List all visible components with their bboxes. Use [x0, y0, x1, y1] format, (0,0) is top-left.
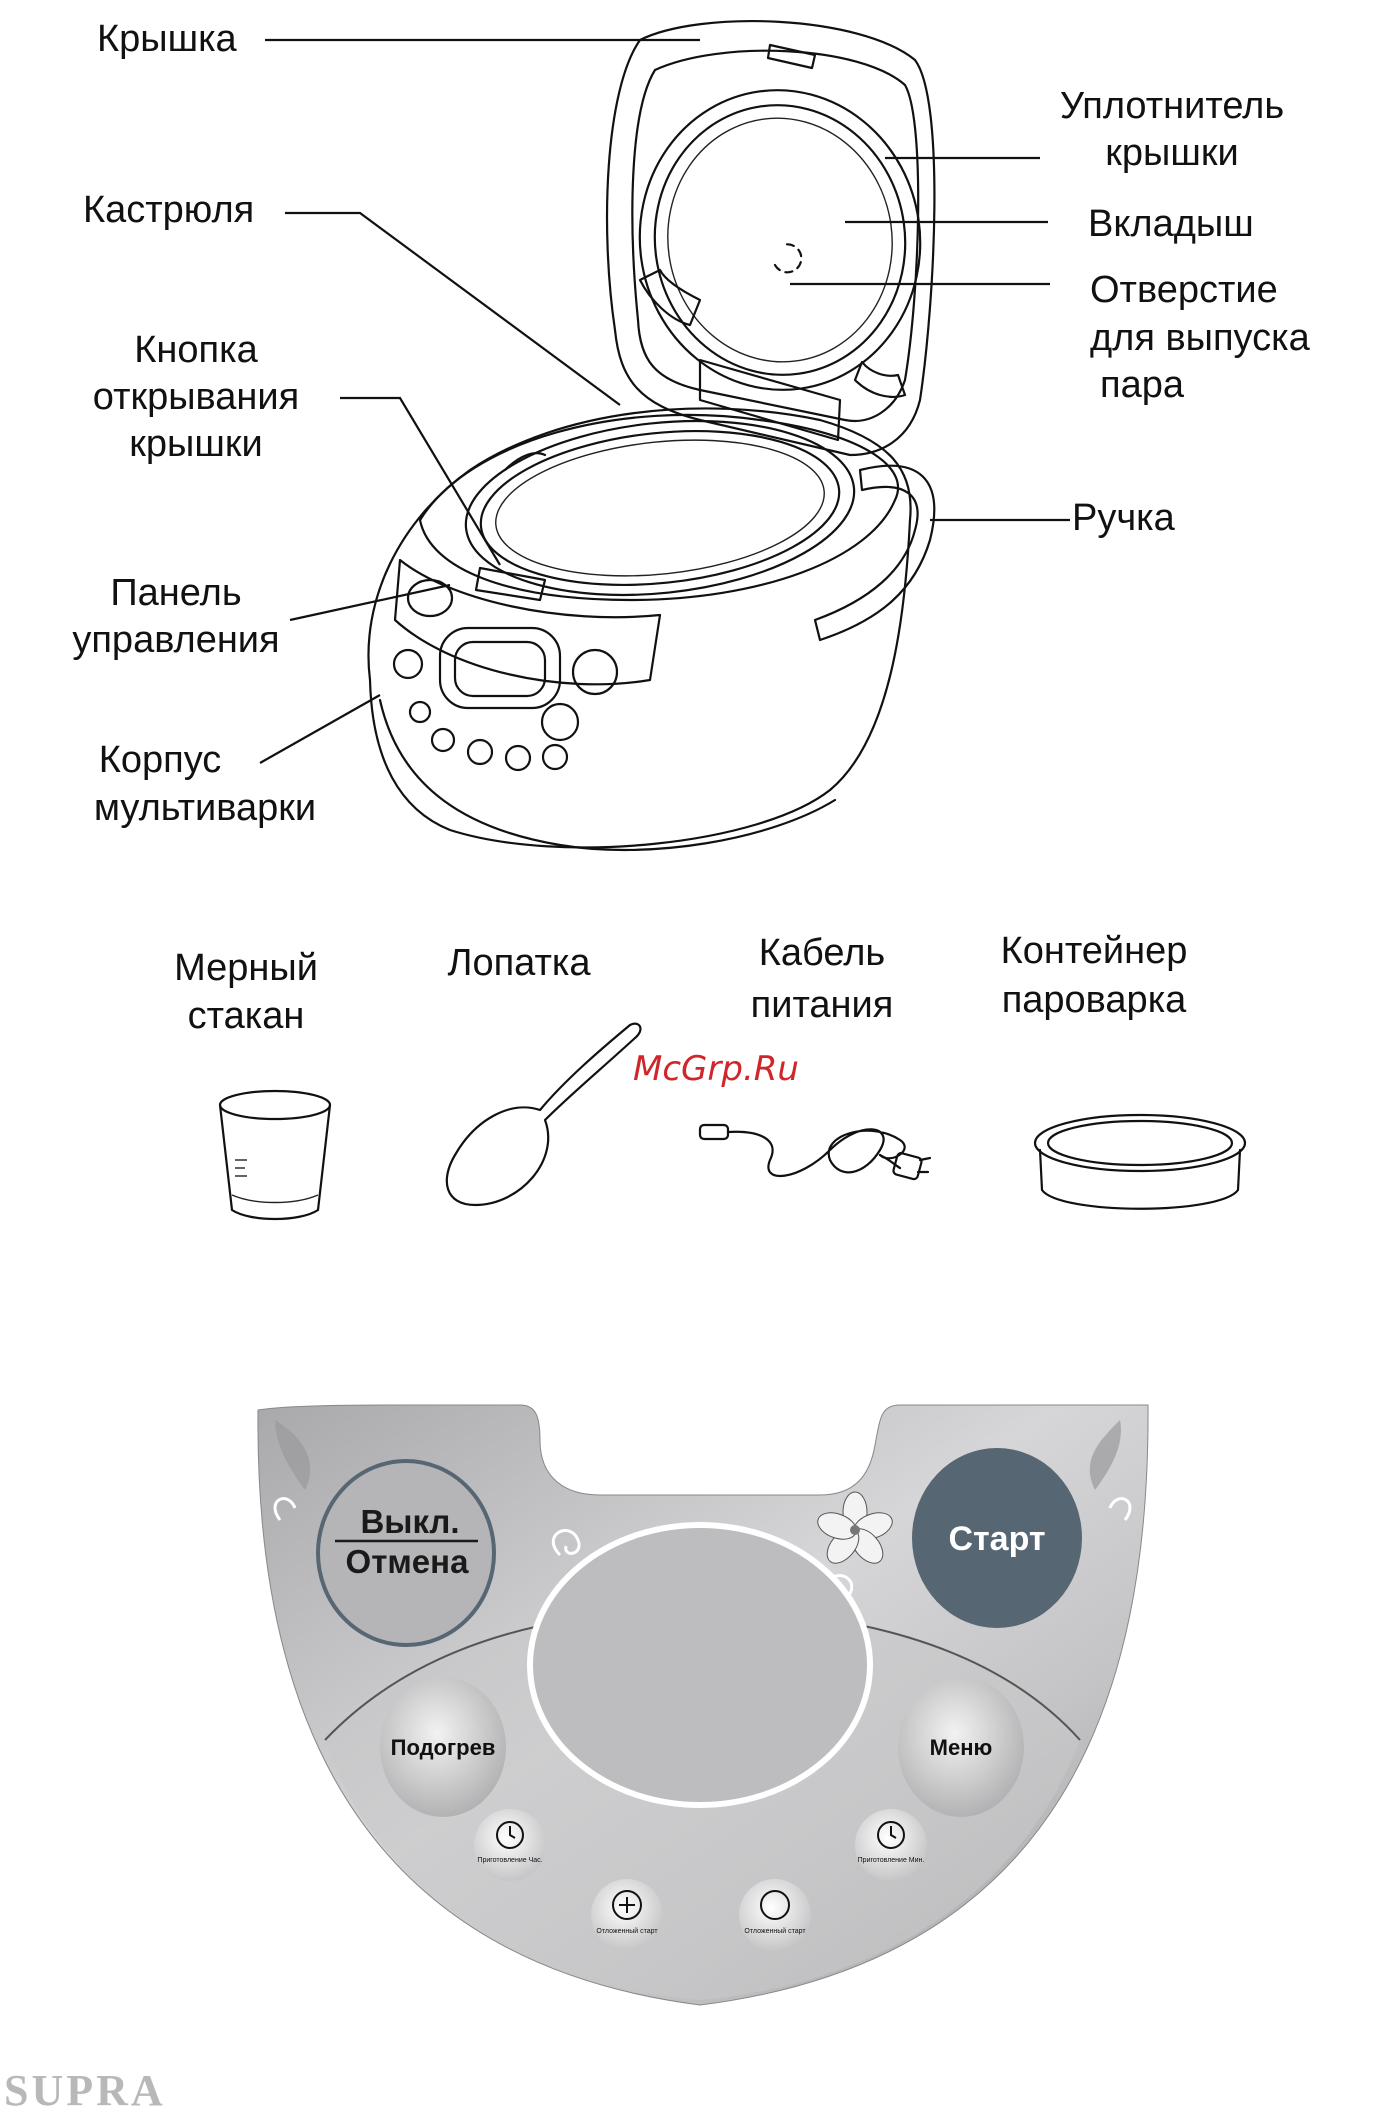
leader-lines: [259, 38, 1070, 764]
delay-start-button[interactable]: Отложенный старт: [739, 1879, 811, 1951]
circle-icon: [760, 1890, 790, 1920]
start-button[interactable]: Старт: [912, 1448, 1082, 1628]
menu-button[interactable]: Меню: [898, 1677, 1024, 1817]
swirl-decoration-icon: [273, 1497, 297, 1521]
plus-icon: [612, 1890, 642, 1920]
label-body-line-2: мультиварки: [94, 787, 316, 829]
accessories: Мерный стакан Лопатка Кабель питания Кон…: [174, 930, 1247, 1221]
cook-minutes-button[interactable]: Приготовление Мин.: [855, 1809, 927, 1881]
label-panel-line-1: Панель: [110, 572, 241, 614]
label-spatula: Лопатка: [448, 942, 592, 984]
label-lid-seal-line-2: крышки: [1105, 132, 1238, 174]
label-power-cable-line-1: Кабель: [759, 932, 885, 974]
cook-hours-button[interactable]: Приготовление Час.: [474, 1809, 546, 1881]
spatula-icon: [445, 1022, 642, 1207]
cook-minutes-label: Приготовление Мин.: [858, 1857, 925, 1864]
label-power-cable-line-2: питания: [751, 984, 894, 1026]
swirl-decoration-icon: [1108, 1497, 1132, 1521]
multicooker-drawing: [367, 20, 936, 852]
label-open-button-line-1: Кнопка: [134, 329, 258, 371]
label-handle: Ручка: [1072, 497, 1176, 539]
swirl-decoration-icon: [551, 1529, 581, 1557]
keep-warm-label: Подогрев: [391, 1735, 496, 1760]
flower-decoration-icon: [817, 1491, 893, 1564]
steamer-container-icon: [1033, 1113, 1247, 1210]
label-lid-seal-line-1: Уплотнитель: [1060, 85, 1284, 127]
label-lid: Крышка: [97, 18, 238, 60]
leaf-decoration-icon: [275, 1420, 311, 1490]
delay-start-label: Отложенный старт: [744, 1927, 806, 1935]
keep-warm-button[interactable]: Подогрев: [380, 1677, 506, 1817]
label-measuring-cup-line-1: Мерный: [174, 947, 318, 989]
start-label: Старт: [948, 1520, 1045, 1558]
label-steam-vent-line-2: для выпуска: [1090, 317, 1311, 359]
display-screen: [527, 1522, 873, 1808]
watermark-text: McGrp.Ru: [633, 1049, 799, 1089]
off-cancel-button[interactable]: Выкл. Отмена: [316, 1459, 496, 1647]
label-measuring-cup-line-2: стакан: [188, 995, 305, 1037]
clock-icon: [877, 1821, 905, 1849]
brand-logo: SUPRA: [4, 2066, 166, 2112]
cook-hours-label: Приготовление Час.: [477, 1857, 542, 1864]
menu-label: Меню: [930, 1735, 993, 1760]
label-open-button-line-3: крышки: [129, 423, 262, 465]
measuring-cup-icon: [218, 1089, 332, 1221]
leaf-decoration-icon: [1089, 1420, 1121, 1490]
power-cable-icon: [698, 1123, 932, 1181]
label-steamer-line-1: Контейнер: [1001, 930, 1188, 972]
label-liner: Вкладыш: [1088, 203, 1254, 245]
clock-icon: [496, 1821, 524, 1849]
label-steamer-line-2: пароварка: [1002, 979, 1187, 1021]
control-panel: Выкл. Отмена Старт Подогрев Меню Пригото…: [257, 1404, 1149, 2006]
label-pot: Кастрюля: [83, 189, 254, 231]
label-body-line-1: Корпус: [99, 739, 222, 781]
off-label: Выкл.: [360, 1503, 459, 1540]
diagram-labels: Крышка Уплотнитель крышки Вкладыш Отверс…: [72, 18, 1310, 829]
label-panel-line-2: управления: [72, 619, 279, 661]
delay-start-plus-label: Отложенный старт: [596, 1927, 658, 1935]
cancel-label: Отмена: [346, 1543, 470, 1580]
label-open-button-line-2: открывания: [93, 376, 299, 418]
label-steam-vent-line-3: пара: [1100, 364, 1185, 406]
delay-start-plus-button[interactable]: Отложенный старт: [591, 1879, 663, 1951]
label-steam-vent-line-1: Отверстие: [1090, 269, 1278, 311]
